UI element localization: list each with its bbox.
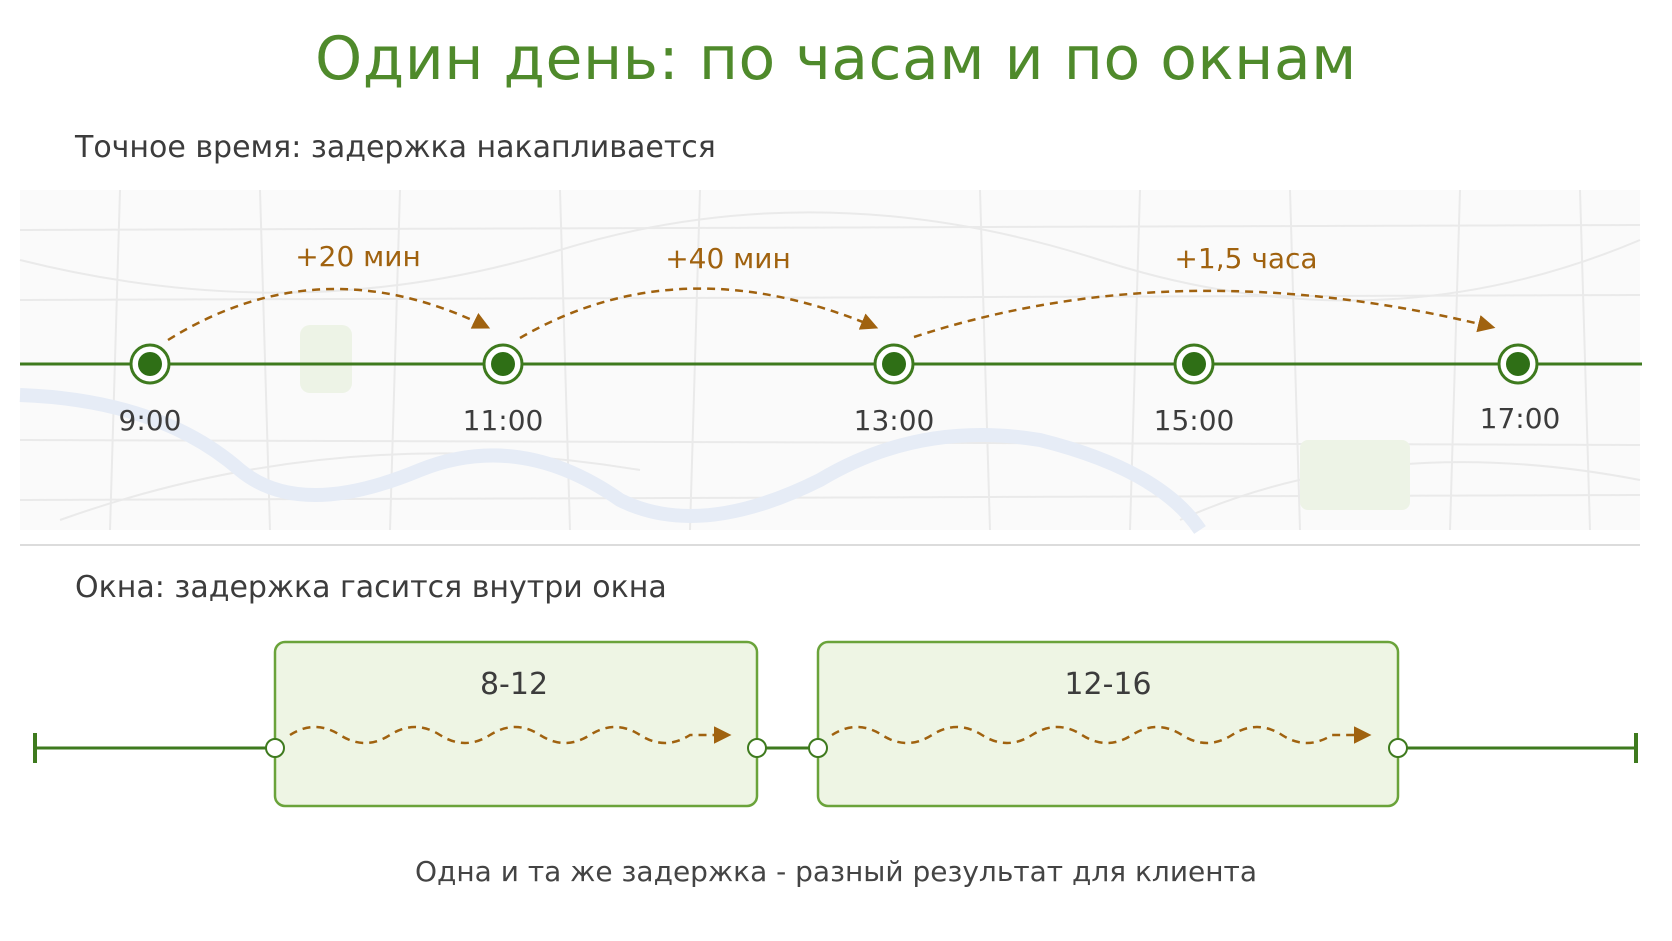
- delay-arc-2: +40 мин: [519, 242, 879, 340]
- windows-timeline: 8-12 12-16: [33, 640, 1638, 808]
- time-point-1300: 13:00: [854, 343, 935, 437]
- time-label: 17:00: [1480, 402, 1561, 435]
- delay-label-1: +20 мин: [295, 240, 421, 273]
- window-box-1: 8-12: [265, 640, 767, 808]
- delay-label-2: +40 мин: [665, 242, 791, 275]
- time-label: 13:00: [854, 404, 935, 437]
- map-background: [19, 189, 1641, 535]
- section-label-exact-time: Точное время: задержка накапливается: [75, 130, 716, 165]
- time-point-1500: 15:00: [1154, 343, 1235, 437]
- time-label: 9:00: [119, 404, 182, 437]
- window-box-2: 12-16: [808, 640, 1408, 808]
- delay-arc-3: +1,5 часа: [913, 242, 1496, 339]
- window-end-node: [747, 738, 767, 758]
- caption: Одна и та же задержка - разный результат…: [414, 855, 1258, 888]
- delay-wave: [831, 725, 1372, 745]
- window-start-node: [808, 738, 828, 758]
- delay-arc-1: +20 мин: [167, 240, 491, 342]
- time-point-0900: 9:00: [119, 343, 182, 437]
- time-label: 15:00: [1154, 404, 1235, 437]
- time-point-1700: 17:00: [1480, 343, 1561, 435]
- window-label: 12-16: [1064, 667, 1151, 702]
- delay-label-3: +1,5 часа: [1174, 242, 1317, 275]
- exact-time-timeline: +20 мин +40 мин +1,5 часа 9:00 11:00 13:…: [20, 240, 1642, 437]
- window-end-node: [1388, 738, 1408, 758]
- delay-wave: [289, 725, 732, 745]
- time-label: 11:00: [463, 404, 544, 437]
- page-title: Один день: по часам и по окнам: [315, 24, 1357, 94]
- section-label-windows: Окна: задержка гасится внутри окна: [75, 570, 667, 605]
- window-label: 8-12: [480, 667, 548, 702]
- window-start-node: [265, 738, 285, 758]
- time-point-1100: 11:00: [463, 343, 544, 437]
